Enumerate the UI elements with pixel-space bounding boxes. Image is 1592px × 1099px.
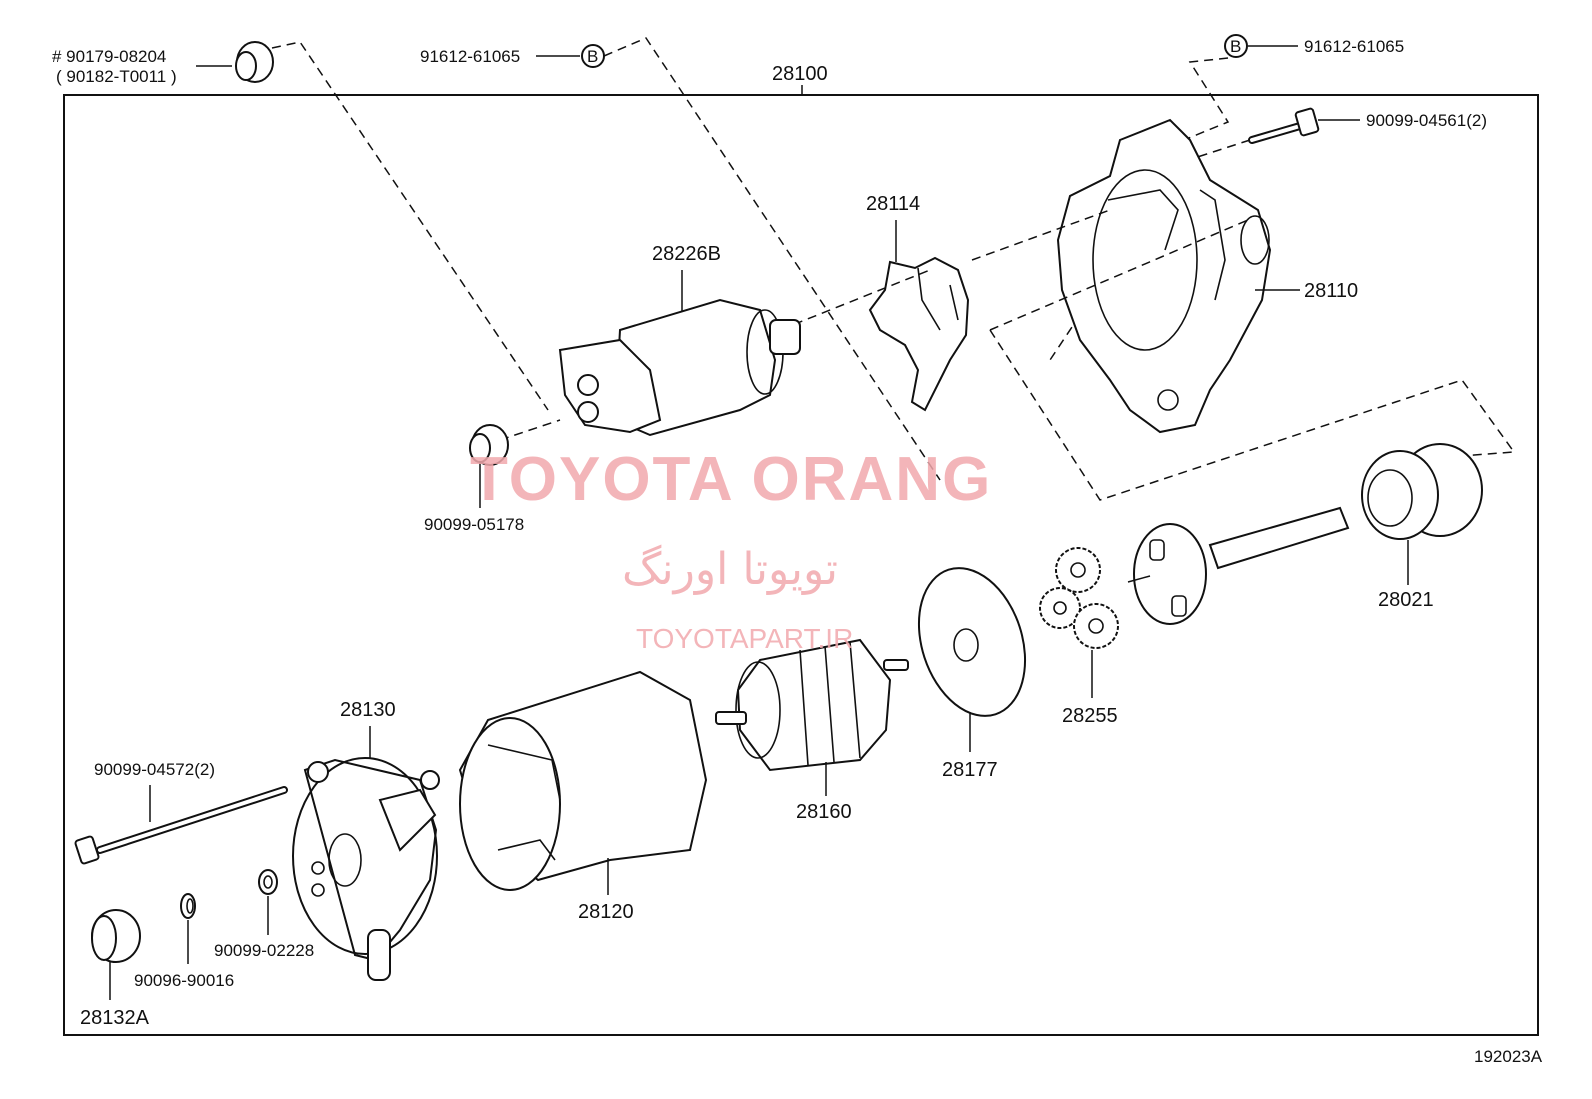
label-28132A: 28132A xyxy=(80,1007,150,1029)
assembly-label: 28100 xyxy=(772,63,828,85)
cap-28132A xyxy=(91,909,141,963)
plate-28177 xyxy=(917,567,1027,717)
end-frame-28130 xyxy=(292,757,440,981)
label-28160: 28160 xyxy=(796,801,852,823)
watermark-persian: تویوتا اورنگ xyxy=(622,544,838,595)
solenoid-28226B xyxy=(558,298,801,437)
label-91612-61065-left: 91612-61065 xyxy=(420,47,520,66)
label-28021: 28021 xyxy=(1378,589,1434,611)
label-90179-08204: # 90179-08204 xyxy=(52,47,166,66)
watermark-title: TOYOTA ORANG xyxy=(470,445,992,514)
label-28130: 28130 xyxy=(340,699,396,721)
bolt-90099-04572 xyxy=(74,786,288,865)
label-28110: 28110 xyxy=(1304,280,1358,302)
svg-text:B: B xyxy=(587,47,598,66)
armature-28160 xyxy=(715,638,909,772)
label-90099-04572: 90099-04572(2) xyxy=(94,760,215,779)
washer-90099-02228 xyxy=(258,869,278,895)
label-90099-02228: 90099-02228 xyxy=(214,941,314,960)
label-28114: 28114 xyxy=(866,193,920,215)
drive-lever-28114 xyxy=(868,256,970,412)
label-28255: 28255 xyxy=(1062,705,1118,727)
callout-b-right: B xyxy=(1224,34,1248,58)
label-90099-04561: 90099-04561(2) xyxy=(1366,111,1487,130)
figure-code: 192023A xyxy=(1474,1047,1543,1066)
svg-text:B: B xyxy=(1230,37,1241,56)
grommet-top xyxy=(235,41,274,83)
label-90096-90016: 90096-90016 xyxy=(134,971,234,990)
label-90099-05178: 90099-05178 xyxy=(424,515,524,534)
label-90182-T0011: ( 90182-T0011 ) xyxy=(56,67,177,86)
callout-b-left: B xyxy=(581,44,605,68)
yoke-28120 xyxy=(458,670,708,891)
planetary-gears-28255 xyxy=(1039,547,1119,649)
label-28177: 28177 xyxy=(942,759,998,781)
bolt-90099-04561 xyxy=(1248,107,1320,144)
label-28226B: 28226B xyxy=(652,243,721,265)
drive-housing-28110 xyxy=(1056,118,1272,434)
output-shaft xyxy=(1127,506,1350,625)
watermark-site: TOYOTAPART.IR xyxy=(636,623,853,654)
clutch-28021 xyxy=(1361,443,1483,540)
label-91612-61065-right: 91612-61065 xyxy=(1304,37,1404,56)
assembly-frame xyxy=(63,94,1539,1036)
label-28120: 28120 xyxy=(578,901,634,923)
clip-90096-90016 xyxy=(180,893,196,919)
